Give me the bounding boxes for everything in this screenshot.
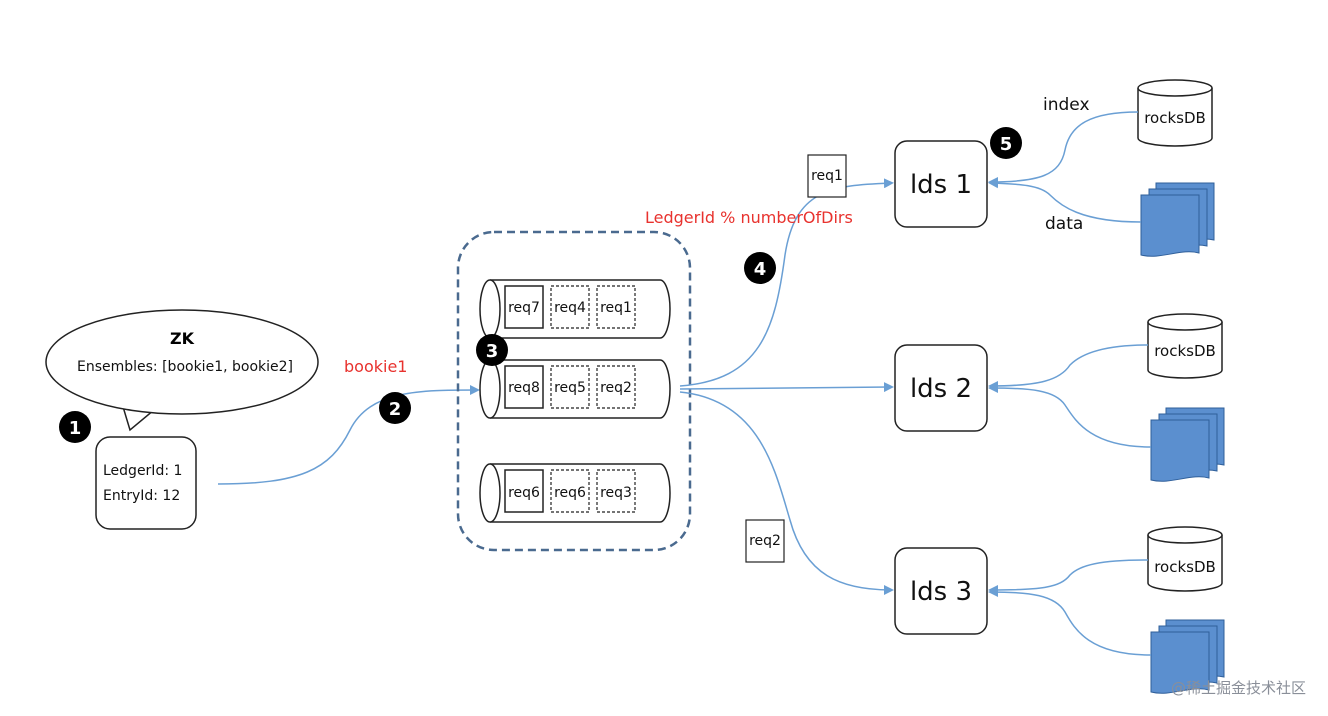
arrow-entry-to-queue (217, 385, 480, 485)
arrow-index-to-lds-2 (988, 344, 1149, 391)
arrow-queue-to-lds-2 (679, 382, 894, 393)
svg-text:3: 3 (486, 341, 499, 362)
data-label: data (1045, 214, 1083, 234)
rocksdb-3-cylinder: rocksDB (1147, 526, 1223, 592)
queue-1: req7 req4 req1 (479, 279, 671, 339)
journal-queue-group (456, 230, 692, 552)
data-files-2-icon (1150, 407, 1225, 482)
queue-3: req6 req6 req3 (479, 463, 671, 523)
svg-text:rocksDB: rocksDB (1154, 558, 1216, 576)
lds-2-box: lds 2 (894, 344, 988, 432)
step-3-marker: 3 (476, 334, 508, 366)
svg-text:lds 3: lds 3 (910, 577, 972, 607)
svg-text:2: 2 (389, 399, 402, 420)
queue-cell: req3 (600, 485, 632, 501)
arrow-data-to-lds-3 (988, 587, 1152, 656)
lds-1-box: lds 1 (894, 140, 988, 228)
routing-label: LedgerId % numberOfDirs (645, 208, 853, 227)
floating-request-1: req1 (807, 154, 847, 198)
entry-box: LedgerId: 1 EntryId: 12 (95, 436, 197, 530)
bookie-label: bookie1 (344, 357, 407, 376)
watermark: @稀土掘金技术社区 (1170, 679, 1306, 697)
svg-text:1: 1 (69, 418, 82, 439)
queue-cell: req8 (508, 380, 540, 396)
svg-text:rocksDB: rocksDB (1144, 109, 1206, 127)
svg-text:rocksDB: rocksDB (1154, 342, 1216, 360)
index-label: index (1043, 95, 1090, 115)
svg-text:lds 2: lds 2 (910, 374, 972, 404)
queue-cell: req5 (554, 380, 586, 396)
step-1-marker: 1 (59, 411, 91, 443)
step-4-marker: 4 (744, 252, 776, 284)
queue-cell: req6 (508, 485, 540, 501)
arrow-data-to-lds-1 (988, 178, 1142, 223)
zk-ensembles: Ensembles: [bookie1, bookie2] (77, 359, 293, 375)
step-5-marker: 5 (990, 127, 1022, 159)
step-2-marker: 2 (379, 392, 411, 424)
zk-bubble: ZK Ensembles: [bookie1, bookie2] (45, 309, 319, 432)
queue-cell: req4 (554, 300, 586, 316)
queue-cell: req2 (600, 380, 632, 396)
rocksdb-2-cylinder: rocksDB (1147, 313, 1223, 379)
arrow-index-to-lds-3 (988, 559, 1149, 595)
entry-ledger-id: LedgerId: 1 (103, 463, 182, 479)
lds-3-box: lds 3 (894, 547, 988, 635)
data-files-1-icon (1140, 182, 1215, 257)
svg-text:5: 5 (1000, 134, 1013, 155)
svg-text:lds 1: lds 1 (910, 170, 972, 200)
arrow-data-to-lds-2 (988, 383, 1152, 448)
queue-2: req8 req5 req2 (479, 359, 671, 419)
queue-cell: req6 (554, 485, 586, 501)
zk-title: ZK (170, 329, 195, 348)
floating-request-2: req2 (745, 519, 785, 563)
entry-entry-id: EntryId: 12 (103, 488, 180, 504)
queue-cell: req7 (508, 300, 540, 316)
arrow-queue-to-lds-3 (679, 391, 894, 595)
arrow-index-to-lds-1 (988, 111, 1139, 187)
svg-text:req1: req1 (811, 168, 843, 184)
queue-cell: req1 (600, 300, 632, 316)
svg-text:4: 4 (754, 259, 767, 280)
svg-text:req2: req2 (749, 533, 781, 549)
data-files-3-icon (1150, 619, 1225, 694)
rocksdb-1-cylinder: rocksDB (1137, 79, 1213, 147)
